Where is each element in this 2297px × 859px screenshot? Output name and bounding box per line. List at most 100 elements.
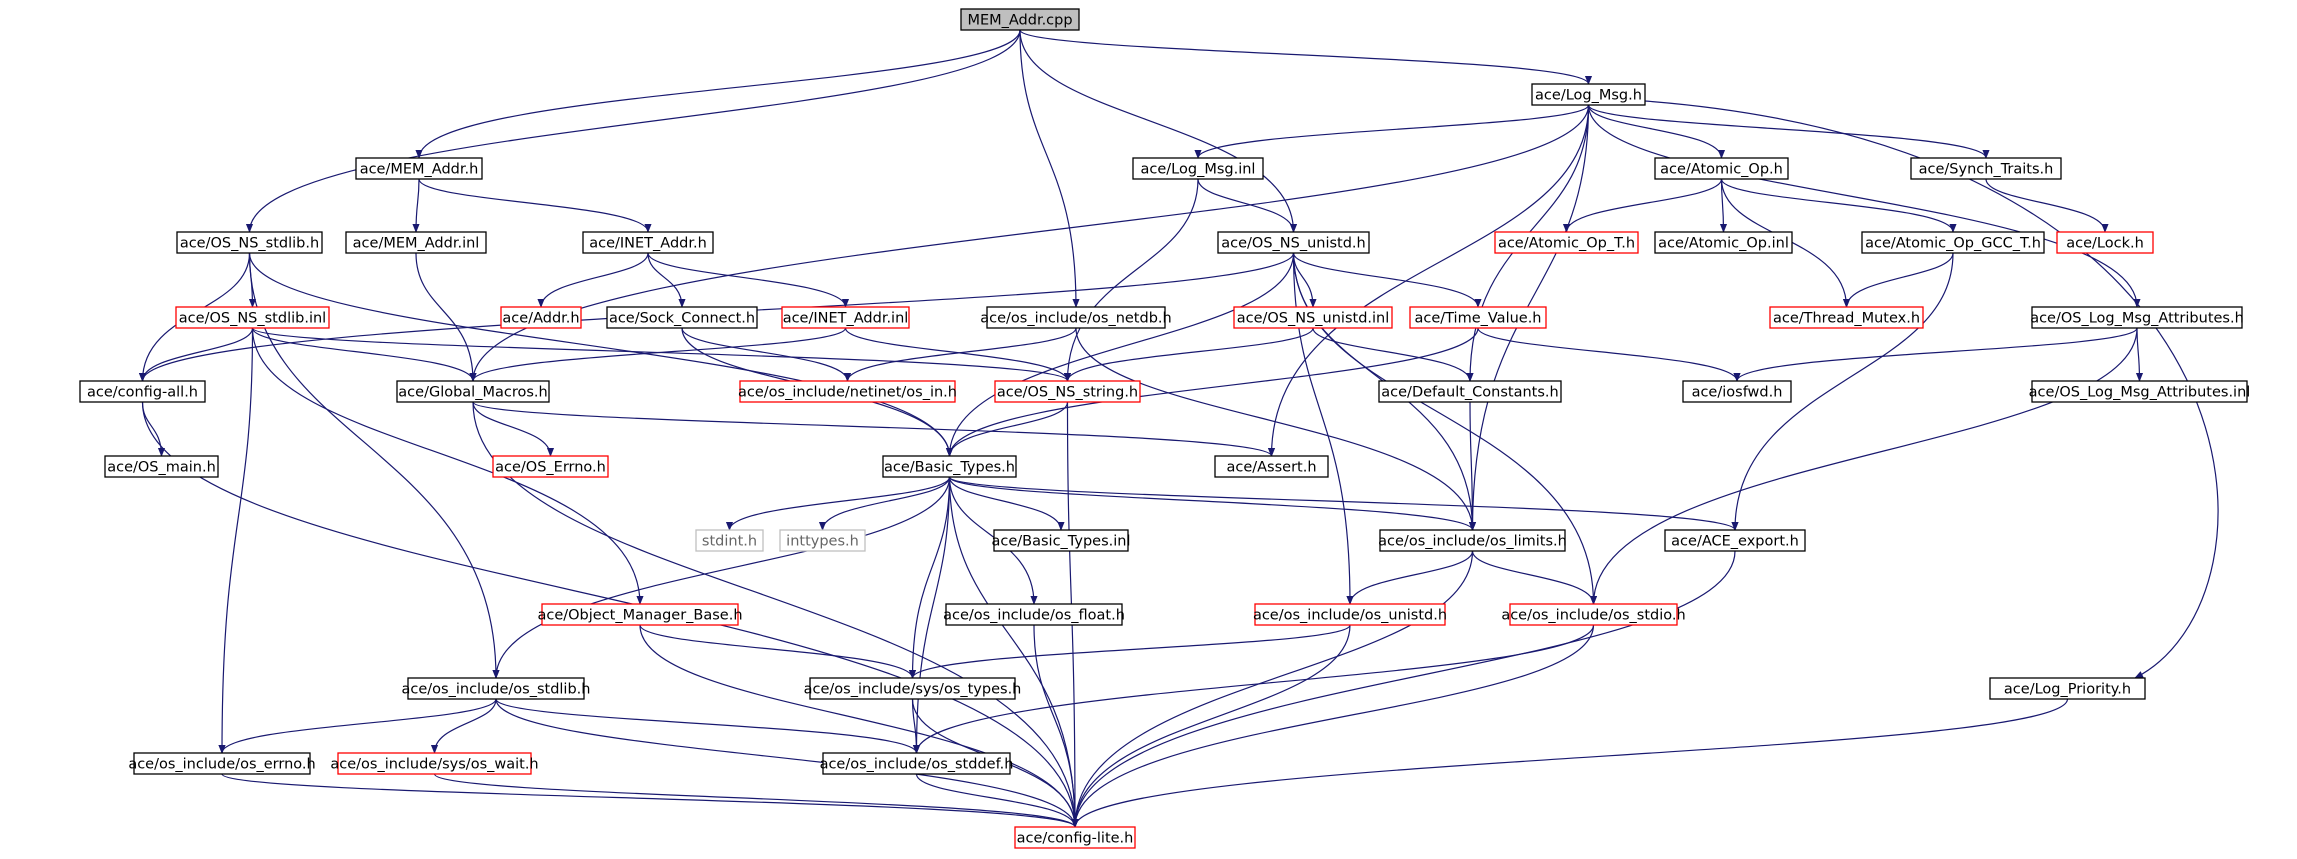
- node-inet-addr-inl[interactable]: ace/INET_Addr.inl: [781, 306, 910, 329]
- node-addr-h[interactable]: ace/Addr.h: [500, 306, 582, 329]
- edge-os-ns-stdlib-inl-to-object-manager-base-h: [251, 327, 644, 605]
- node-os-log-msg-attributes-h[interactable]: ace/OS_Log_Msg_Attributes.h: [2030, 306, 2244, 329]
- node-global-macros-h[interactable]: ace/Global_Macros.h: [396, 380, 550, 403]
- node-label: ace/os_include/sys/os_types.h: [804, 682, 1022, 698]
- edge-log-msg-inl-to-os-ns-string-h: [1063, 178, 1199, 382]
- node-thread-mutex-h[interactable]: ace/Thread_Mutex.h: [1769, 306, 1924, 329]
- node-box: [2031, 380, 2248, 403]
- node-ace-export-h[interactable]: ace/ACE_export.h: [1664, 529, 1806, 552]
- node-os-errno-h[interactable]: ace/OS_Errno.h: [492, 455, 609, 478]
- node-os-errno-inc-h[interactable]: ace/os_include/os_errno.h: [128, 752, 316, 775]
- node-box: [1132, 157, 1264, 180]
- edge-group: [948, 476, 1476, 531]
- node-os-types-h[interactable]: ace/os_include/sys/os_types.h: [804, 677, 1022, 700]
- edge-group: [1071, 624, 1595, 828]
- node-iosfwd-h[interactable]: ace/iosfwd.h: [1682, 380, 1792, 403]
- node-atomic-op-inl[interactable]: ace/Atomic_Op.inl: [1654, 231, 1793, 254]
- edge-default-constants-h-to-os-limits-h: [1468, 401, 1477, 531]
- node-atomic-op-t-h[interactable]: ace/Atomic_Op_T.h: [1494, 231, 1639, 254]
- edge-group: [915, 773, 1079, 828]
- node-label: ace/Global_Macros.h: [398, 385, 547, 401]
- node-inet-addr-h[interactable]: ace/INET_Addr.h: [582, 231, 714, 254]
- node-box: [994, 380, 1141, 403]
- node-box: [1910, 157, 2062, 180]
- node-basic-types-inl[interactable]: ace/Basic_Types.inl: [991, 529, 1131, 552]
- edge-basic-types-h-to-stdint-h: [725, 476, 951, 531]
- node-label: ace/os_include/os_errno.h: [128, 757, 315, 773]
- node-label: ace/OS_main.h: [107, 460, 216, 476]
- node-label: ace/os_include/os_unistd.h: [1253, 608, 1447, 624]
- node-box: [739, 380, 956, 403]
- node-label: ace/OS_NS_unistd.h: [1221, 236, 1365, 252]
- node-os-ns-unistd-h[interactable]: ace/OS_NS_unistd.h: [1217, 231, 1370, 254]
- edge-group: [1019, 29, 1080, 308]
- node-mem-addr-inl[interactable]: ace/MEM_Addr.inl: [345, 231, 487, 254]
- edge-atomic-op-h-to-atomic-op-t-h: [1562, 178, 1723, 233]
- node-box: [1254, 603, 1446, 626]
- node-os-log-msg-attributes-inl[interactable]: ace/OS_Log_Msg_Attributes.inl: [2029, 380, 2251, 403]
- node-config-lite-h[interactable]: ace/config-lite.h: [1014, 826, 1136, 849]
- node-basic-types-h[interactable]: ace/Basic_Types.h: [882, 455, 1017, 478]
- node-log-priority-h[interactable]: ace/Log_Priority.h: [1989, 677, 2146, 700]
- node-os-ns-stdlib-inl[interactable]: ace/OS_NS_stdlib.inl: [175, 306, 330, 329]
- node-os-stddef-h[interactable]: ace/os_include/os_stddef.h: [820, 752, 1014, 775]
- node-os-main-h[interactable]: ace/OS_main.h: [104, 455, 219, 478]
- node-object-manager-base-h[interactable]: ace/Object_Manager_Base.h: [537, 603, 743, 626]
- edge-group: [495, 698, 920, 754]
- edge-group: [1471, 550, 1598, 605]
- node-os-limits-h[interactable]: ace/os_include/os_limits.h: [1378, 529, 1567, 552]
- node-label: MEM_Addr.cpp: [967, 13, 1072, 29]
- node-os-stdio-h[interactable]: ace/os_include/os_stdio.h: [1501, 603, 1686, 626]
- node-os-ns-unistd-inl[interactable]: ace/OS_NS_unistd.inl: [1233, 306, 1393, 329]
- edge-os-stdlib-h-to-os-stddef-h: [495, 698, 920, 754]
- node-default-constants-h[interactable]: ace/Default_Constants.h: [1378, 380, 1562, 403]
- edge-group: [415, 29, 1021, 159]
- node-os-stdlib-h[interactable]: ace/os_include/os_stdlib.h: [402, 677, 591, 700]
- edge-time-value-h-to-basic-types-h: [945, 327, 1479, 457]
- node-config-all-h[interactable]: ace/config-all.h: [79, 380, 206, 403]
- node-os-float-h[interactable]: ace/os_include/os_float.h: [943, 603, 1125, 626]
- node-label: ace/Atomic_Op.inl: [1658, 236, 1789, 252]
- node-box: [1989, 677, 2146, 700]
- node-mem-addr-cpp[interactable]: MEM_Addr.cpp: [960, 8, 1080, 31]
- node-label: ace/os_include/sys/os_wait.h: [330, 757, 538, 773]
- node-log-msg-h[interactable]: ace/Log_Msg.h: [1531, 83, 1646, 106]
- edge-group: [1312, 327, 1474, 382]
- node-stdint-h[interactable]: stdint.h: [695, 529, 764, 552]
- node-synch-traits-h[interactable]: ace/Synch_Traits.h: [1910, 157, 2062, 180]
- node-os-wait-h[interactable]: ace/os_include/sys/os_wait.h: [330, 752, 539, 775]
- edge-os-float-h-to-config-lite-h: [1033, 624, 1079, 828]
- node-mem-addr-h[interactable]: ace/MEM_Addr.h: [355, 157, 483, 180]
- node-box: [2031, 306, 2243, 329]
- node-os-ns-string-h[interactable]: ace/OS_NS_string.h: [994, 380, 1141, 403]
- node-sock-connect-h[interactable]: ace/Sock_Connect.h: [606, 306, 758, 329]
- node-box: [1654, 231, 1793, 254]
- edge-group: [843, 327, 1077, 382]
- node-os-in-h[interactable]: ace/os_include/netinet/os_in.h: [738, 380, 957, 403]
- edge-os-ns-unistd-inl-to-os-ns-string-h: [1063, 327, 1314, 382]
- node-time-value-h[interactable]: ace/Time_Value.h: [1409, 306, 1547, 329]
- node-log-msg-inl[interactable]: ace/Log_Msg.inl: [1132, 157, 1264, 180]
- edge-inet-addr-h-to-addr-h: [537, 252, 649, 308]
- node-box: [1531, 83, 1646, 106]
- edge-group: [1587, 104, 1726, 159]
- edge-os-stdio-h-to-config-lite-h: [1071, 624, 1595, 828]
- node-label: ace/Time_Value.h: [1414, 311, 1541, 327]
- node-box: [781, 306, 910, 329]
- edge-group: [908, 476, 951, 679]
- node-assert-h[interactable]: ace/Assert.h: [1214, 455, 1329, 478]
- node-inttypes-h[interactable]: inttypes.h: [779, 529, 866, 552]
- node-os-netdb-h[interactable]: ace/os_include/os_netdb.h: [980, 306, 1172, 329]
- node-atomic-op-h[interactable]: ace/Atomic_Op.h: [1654, 157, 1789, 180]
- node-os-ns-stdlib-h[interactable]: ace/OS_NS_stdlib.h: [176, 231, 323, 254]
- node-atomic-op-gcc-t-h[interactable]: ace/Atomic_Op_GCC_T.h: [1861, 231, 2045, 254]
- node-os-unistd-h[interactable]: ace/os_include/os_unistd.h: [1253, 603, 1447, 626]
- edge-os-ns-string-h-to-config-lite-h: [1066, 401, 1079, 828]
- node-box: [407, 677, 585, 700]
- edge-group: [1194, 104, 1590, 159]
- node-lock-h[interactable]: ace/Lock.h: [2056, 231, 2154, 254]
- node-box: [175, 306, 330, 329]
- edge-os-limits-h-to-os-stdio-h: [1471, 550, 1598, 605]
- node-label: ace/OS_NS_string.h: [997, 385, 1138, 401]
